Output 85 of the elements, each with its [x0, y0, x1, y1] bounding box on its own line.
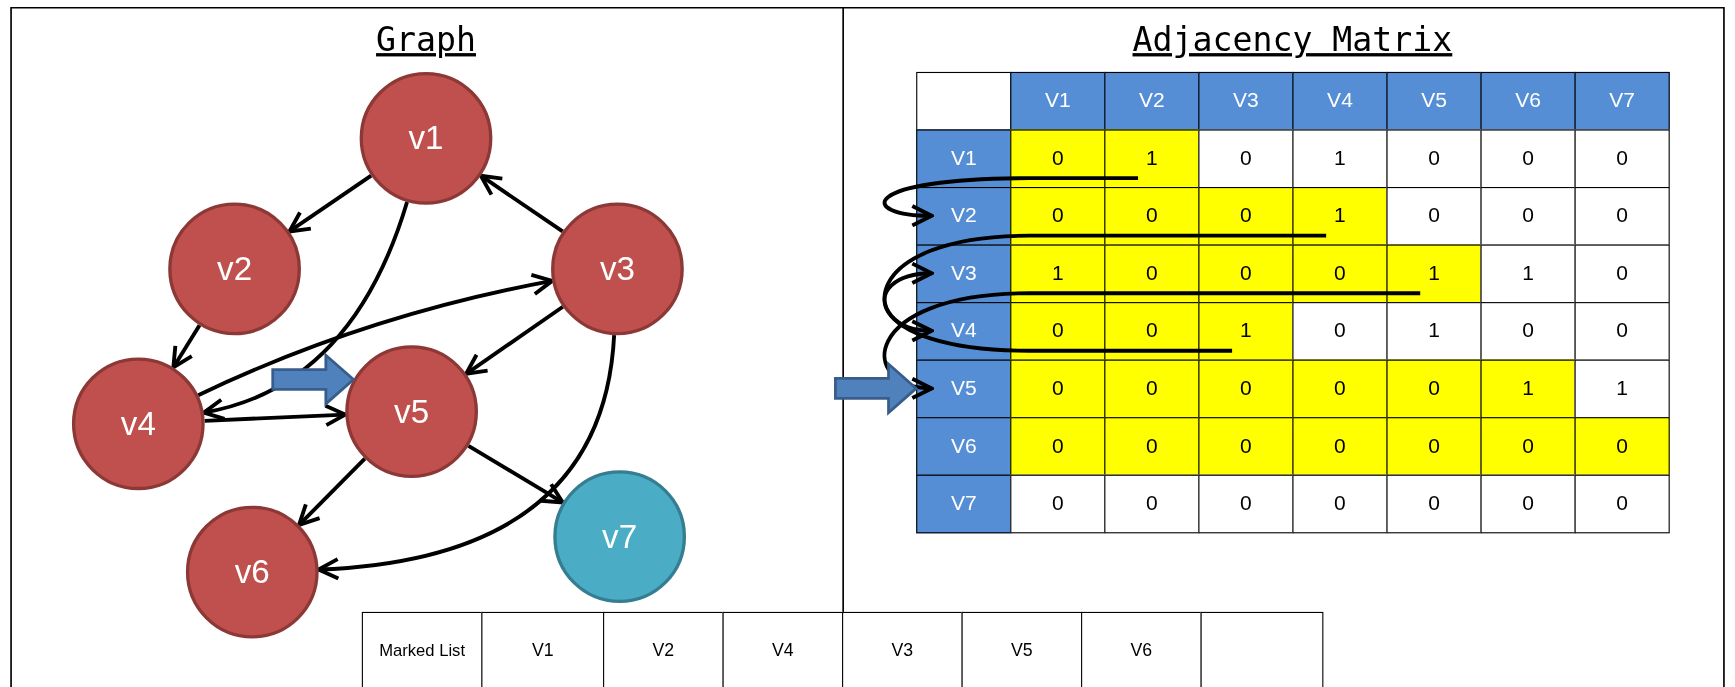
vertex-label: v2	[217, 250, 253, 288]
arrow	[478, 173, 564, 234]
matrix-value: 1	[1386, 302, 1482, 361]
matrix-value: 0	[1198, 129, 1294, 189]
matrix-value: 0	[1198, 474, 1294, 534]
matrix-value: 0	[1198, 244, 1294, 304]
matrix-value: 1	[1292, 187, 1388, 246]
row-header: V5	[916, 359, 1012, 419]
arrow	[204, 403, 348, 428]
matrix-value: 0	[1010, 302, 1106, 361]
vertex-label: v1	[408, 119, 444, 158]
block-arrow	[271, 352, 356, 407]
row-header: V7	[916, 474, 1012, 534]
matrix-value: 0	[1574, 302, 1670, 361]
matrix-value: 0	[1292, 474, 1388, 534]
matrix-value: 0	[1010, 129, 1106, 189]
matrix-value: 0	[1104, 302, 1200, 361]
matrix-value: 0	[1574, 474, 1670, 534]
matrix-value: 0	[1480, 129, 1576, 189]
column-header: V1	[1010, 71, 1106, 131]
matrix-value: 0	[1198, 359, 1294, 419]
matrix-value: 0	[1574, 244, 1670, 304]
matrix-value: 1	[1480, 244, 1576, 304]
list-entry: V3	[842, 611, 963, 687]
arrow	[464, 305, 564, 376]
matrix-value: 0	[1104, 359, 1200, 419]
list-heading: Marked List	[361, 611, 483, 687]
matrix-value: 0	[1292, 302, 1388, 361]
matrix-value: 0	[1104, 417, 1200, 476]
matrix-value: 0	[1198, 417, 1294, 476]
panel-heading: Adjacency Matrix	[1132, 19, 1453, 59]
column-header: V6	[1480, 71, 1576, 131]
matrix-value: 0	[1386, 474, 1482, 534]
arrow	[467, 444, 565, 505]
matrix-value: 0	[1386, 417, 1482, 476]
arrow	[287, 174, 373, 234]
row-header: V6	[916, 417, 1012, 476]
column-header: V5	[1386, 71, 1482, 131]
matrix-value: 0	[1010, 359, 1106, 419]
matrix-value: 0	[1010, 474, 1106, 534]
matrix-value: 0	[1104, 244, 1200, 304]
matrix-value: 0	[1386, 187, 1482, 246]
matrix-value: 0	[1480, 187, 1576, 246]
arrow	[197, 273, 555, 397]
matrix-value: 0	[1480, 302, 1576, 361]
row-header: V2	[916, 187, 1012, 246]
matrix-value: 0	[1386, 359, 1482, 419]
column-header: V4	[1292, 71, 1388, 131]
matrix-value: 1	[1386, 244, 1482, 304]
matrix-value: 0	[1292, 244, 1388, 304]
list-entry: V6	[1081, 611, 1202, 687]
vertex-label: v7	[602, 517, 638, 556]
matrix-value: 0	[1010, 187, 1106, 246]
matrix-value: 0	[1104, 187, 1200, 246]
matrix-value: 0	[1104, 474, 1200, 534]
matrix-value: 1	[1292, 129, 1388, 189]
matrix-value: 0	[1480, 417, 1576, 476]
column-header: V3	[1198, 71, 1294, 131]
list-entry: V1	[481, 611, 605, 687]
matrix-value: 1	[1010, 244, 1106, 304]
matrix-value: 0	[1386, 129, 1482, 189]
list-entry: V2	[603, 611, 724, 687]
vertex-label: v6	[234, 553, 270, 591]
arrow	[171, 324, 202, 370]
row-header: V1	[916, 129, 1012, 189]
matrix-value: 1	[1480, 359, 1576, 419]
matrix-value: 0	[1292, 359, 1388, 419]
matrix-value: 1	[1104, 129, 1200, 189]
matrix-value: 0	[1574, 187, 1670, 246]
vertex-label: v3	[599, 250, 635, 288]
matrix-value: 0	[1292, 417, 1388, 476]
arrow	[297, 457, 367, 527]
matrix-value: 0	[1010, 417, 1106, 476]
column-header: V2	[1104, 71, 1200, 131]
arrow	[201, 201, 409, 420]
matrix-value: 1	[1198, 302, 1294, 361]
matrix-value: 1	[1574, 359, 1670, 419]
vertex-label: v5	[394, 392, 430, 431]
matrix-value: 0	[1198, 187, 1294, 246]
vertex-label: v4	[120, 405, 156, 443]
panel-heading: Graph	[376, 19, 476, 59]
matrix-value: 0	[1480, 474, 1576, 534]
column-header: V7	[1574, 71, 1670, 131]
matrix-value: 0	[1574, 129, 1670, 189]
matrix-value: 0	[1574, 417, 1670, 476]
